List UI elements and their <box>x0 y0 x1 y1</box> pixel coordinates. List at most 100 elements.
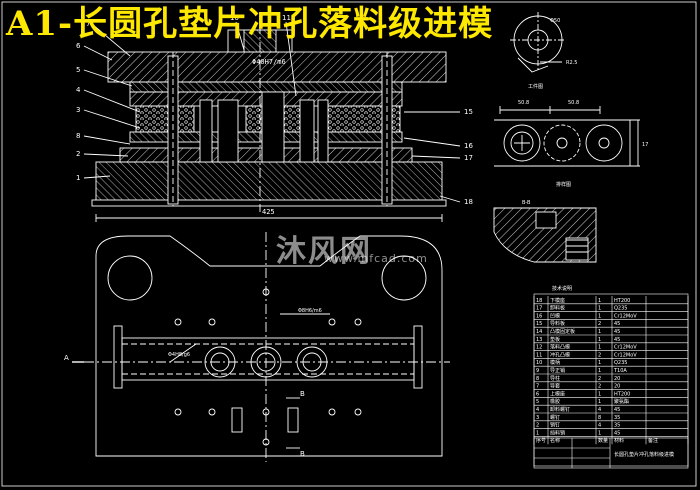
bom-cell: 橡胶 <box>550 398 560 405</box>
lower-seat-outline <box>95 235 443 457</box>
callout-2: 2 <box>76 150 80 158</box>
bom-header-cell: 数量 <box>598 437 608 444</box>
bom-cell: 2 <box>598 376 601 382</box>
bom-cell: 冲孔凸模 <box>550 351 570 358</box>
bom-cell: 卸料螺钉 <box>550 406 570 413</box>
bom-cell: 导料板 <box>550 320 565 327</box>
bom-cell: 1 <box>598 329 601 335</box>
callout-15: 15 <box>464 108 473 116</box>
callout-8: 8 <box>76 132 80 140</box>
bom-cell: 2 <box>598 352 601 358</box>
bom-cell: 3 <box>536 415 539 421</box>
bom-cell: 1 <box>598 360 601 366</box>
callout-11: 11 <box>282 14 291 22</box>
bom-cell: 2 <box>598 321 601 327</box>
bom-cell: 9 <box>536 368 539 374</box>
fit-label-top: Φ8H6/m6 <box>298 308 322 314</box>
bom-cell: Cr12MoV <box>614 345 637 351</box>
bom-cell: 5 <box>536 399 539 405</box>
screw-holes <box>174 288 362 446</box>
bom-cell: 8 <box>536 376 539 382</box>
bom-cell: 11 <box>536 352 542 358</box>
bom-cell: 45 <box>614 329 620 335</box>
bom-cell: 2 <box>598 384 601 390</box>
bom-cell: 垫板 <box>550 336 560 343</box>
bom-cell: 聚氨酯 <box>614 398 629 405</box>
bom-cell: 2 <box>536 423 539 429</box>
bom-cell: 1 <box>598 345 601 351</box>
bom-cell: 4 <box>598 407 601 413</box>
bom-cell: 1 <box>536 430 539 436</box>
callout-7: 7 <box>86 20 90 28</box>
bom-cell: 螺钉 <box>550 414 560 421</box>
callout-10: 10 <box>230 14 239 22</box>
bom-cell: 导柱 <box>550 375 560 382</box>
bom-cell: 落料凸模 <box>550 344 570 351</box>
bom-cell: 上模座 <box>550 390 565 397</box>
bom-cell: 1 <box>598 368 601 374</box>
bom-cell: Cr12MoV <box>614 352 637 358</box>
bom-cell: HT200 <box>614 298 630 304</box>
callout-17: 17 <box>464 154 473 162</box>
bom-cell: 18 <box>536 298 542 304</box>
rubber-pad-left <box>135 105 195 133</box>
bom-cell: 模柄 <box>550 359 560 366</box>
bom-cell: 挡料销 <box>550 429 565 436</box>
callout-5: 5 <box>76 66 80 74</box>
bom-cell: 20 <box>614 384 620 390</box>
callout-6: 6 <box>76 42 81 50</box>
bom-header-cell: 序号 <box>536 437 546 444</box>
bom-cell: 1 <box>598 399 601 405</box>
strip-pitch-2: 50.8 <box>568 100 579 106</box>
upper-die-seat <box>107 51 447 83</box>
bom-cell: 卸料板 <box>550 305 565 312</box>
bom-cell: 凹模 <box>550 312 560 319</box>
bom-header-cell: 名称 <box>550 437 560 444</box>
width-dimension: 425 <box>262 208 275 216</box>
cut-mark-top: B <box>300 390 305 398</box>
bom-cell: 20 <box>614 376 620 382</box>
part-width-label: Φ50 <box>550 18 560 24</box>
bom-header-cell: 材料 <box>614 437 624 444</box>
bom-cell: HT200 <box>614 391 630 397</box>
bom-cell: 4 <box>536 407 539 413</box>
bom-cell: 12 <box>536 345 542 351</box>
title-block <box>533 437 689 469</box>
strip-height-dim: 17 <box>642 142 648 148</box>
callout-1: 1 <box>76 174 80 182</box>
bom-cell: 销钉 <box>550 422 560 429</box>
plan-view <box>72 232 450 462</box>
callout-4: 4 <box>76 86 81 94</box>
bom-cell: 45 <box>614 337 620 343</box>
fit-label-left: Φ4H8/g6 <box>168 352 190 358</box>
bom-cell: 17 <box>536 306 542 312</box>
strip-layout-view <box>494 106 640 167</box>
bom-cell: Cr12MoV <box>614 313 637 319</box>
bom-cell: 8 <box>598 415 601 421</box>
bom-cell: 7 <box>536 384 539 390</box>
bom-cell: 1 <box>598 430 601 436</box>
bom-cell: 6 <box>536 391 539 397</box>
watermark-url: www.mfcad.com <box>324 252 428 265</box>
bom-cell: 凸模固定板 <box>550 328 575 335</box>
section-bb-view <box>493 207 597 263</box>
bom-cell: 35 <box>614 415 620 421</box>
bom-cell: 14 <box>536 329 542 335</box>
bom-cell: 45 <box>614 430 620 436</box>
bom-cell: T10A <box>613 368 627 374</box>
watermark: 沐风网 www.mfcad.com <box>276 226 427 270</box>
fit-label-shank: Φ40H7/m6 <box>252 58 286 66</box>
section-mark-a: A <box>64 354 69 362</box>
bom-cell: Q235 <box>614 306 627 312</box>
callout-18: 18 <box>464 198 473 206</box>
bom-cell: 1 <box>598 391 601 397</box>
bom-cell: 1 <box>598 298 601 304</box>
watermark-brand: 沐风网 <box>276 234 372 269</box>
bom-cell: 45 <box>614 407 620 413</box>
bom-cell: Q235 <box>614 360 627 366</box>
drawing-title: A1-长圆孔垫片冲孔落料级进模 <box>6 4 494 44</box>
strip-layout-label: 排样图 <box>556 181 571 188</box>
